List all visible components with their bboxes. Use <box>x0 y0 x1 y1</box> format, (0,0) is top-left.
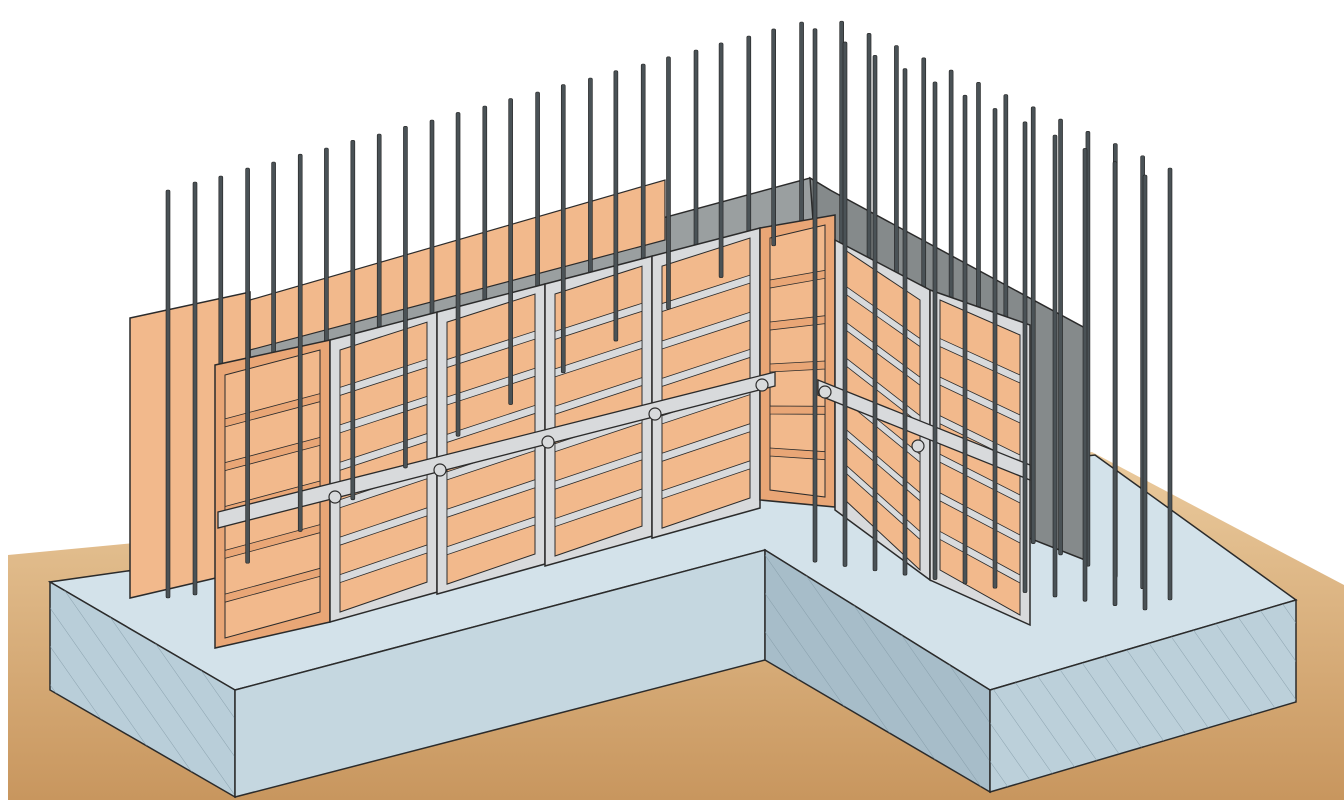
panel-rib <box>661 274 751 313</box>
panel-rib <box>224 567 321 603</box>
clamp <box>911 439 925 453</box>
rebar <box>165 189 171 599</box>
panel-rib <box>769 315 826 331</box>
rebar <box>992 108 998 589</box>
rebar <box>508 98 513 405</box>
rebar <box>245 167 250 564</box>
rebar <box>455 112 461 437</box>
panel-rib <box>554 377 643 415</box>
panel-rib <box>339 507 428 546</box>
rebar <box>560 84 566 374</box>
rebar <box>962 94 968 585</box>
panel-rib <box>554 488 643 528</box>
panel-rib <box>661 423 751 462</box>
rebar <box>403 126 408 469</box>
rebar <box>1167 167 1173 601</box>
panel-rib <box>554 451 643 490</box>
rebar <box>718 42 724 278</box>
waler-clamps <box>328 378 925 504</box>
rebar <box>1052 134 1058 598</box>
clamp <box>433 463 447 477</box>
panel-rib <box>446 367 536 406</box>
panel-rib <box>769 447 826 461</box>
rebar <box>192 181 198 596</box>
clamp <box>541 435 555 449</box>
rebar <box>932 81 938 580</box>
rebar <box>771 28 776 247</box>
rebar <box>1082 148 1088 602</box>
rebar <box>1030 106 1036 544</box>
panel-rib <box>554 302 643 340</box>
rebar <box>1112 161 1118 606</box>
panel-face <box>446 293 536 585</box>
rebar <box>842 41 848 567</box>
clamp <box>648 407 662 421</box>
panel-rib <box>554 339 643 378</box>
panel-rib <box>661 460 751 500</box>
rebar <box>613 70 619 342</box>
rebar <box>1142 174 1148 611</box>
panel-rib <box>661 311 751 350</box>
waler-front <box>217 371 776 529</box>
panel-rib <box>769 269 826 289</box>
panel-rib <box>446 404 536 443</box>
rebar <box>666 56 671 310</box>
panel-rib <box>769 405 826 415</box>
panel-rib <box>446 330 536 369</box>
rebar <box>350 139 356 501</box>
panel-rib <box>339 544 428 584</box>
clamp <box>818 385 832 399</box>
panel-rib <box>446 479 536 518</box>
panel-rib <box>769 360 826 373</box>
rebar <box>1058 118 1063 556</box>
rebar <box>902 68 908 576</box>
rebar-front-row <box>192 28 1148 611</box>
clamp <box>328 490 342 504</box>
panel-rib <box>661 348 751 387</box>
rebar <box>1022 121 1028 593</box>
rebar <box>872 54 878 572</box>
rebar <box>812 28 818 563</box>
rebar <box>297 153 303 532</box>
panel-face <box>554 265 643 557</box>
waler-right <box>817 379 1031 481</box>
clamp <box>755 378 769 392</box>
panel-rib <box>446 516 536 556</box>
